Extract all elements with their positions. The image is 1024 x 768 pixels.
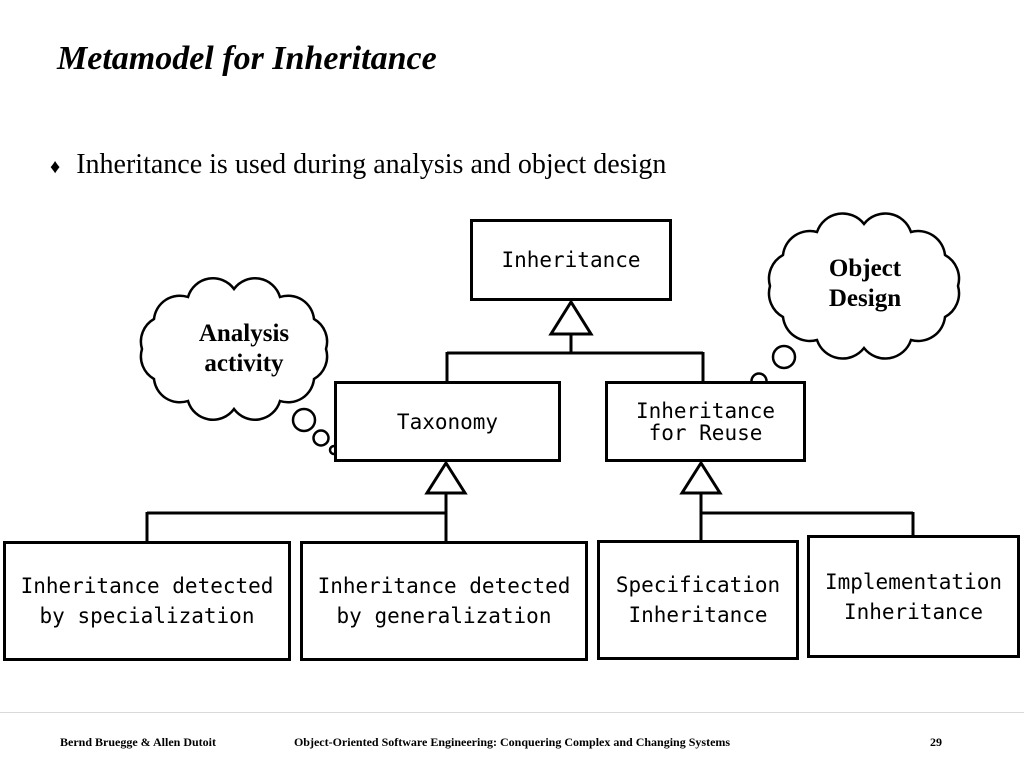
bullet-item: ♦ Inheritance is used during analysis an… [50, 148, 666, 184]
cloud-label-object-design: Object Design [828, 255, 902, 312]
slide-title: Metamodel for Inheritance [57, 40, 437, 77]
footer-book-title: Object-Oriented Software Engineering: Co… [293, 735, 731, 749]
node-inheritance-detected-by-generalization: Inheritance detected by generalization [300, 541, 588, 661]
footer-divider [0, 712, 1024, 713]
generalization-triangle-icon [424, 460, 468, 495]
generalization-triangle-icon [679, 460, 723, 495]
node-inheritance: Inheritance [470, 219, 672, 301]
thought-bubble-circle [312, 429, 330, 447]
node-inheritance-for-reuse: Inheritance for Reuse [605, 381, 806, 462]
node-taxonomy: Taxonomy [334, 381, 561, 462]
node-inheritance-detected-by-specialization: Inheritance detected by specialization [3, 541, 291, 661]
thought-cloud-analysis [139, 277, 329, 421]
thought-bubble-circle [771, 344, 797, 370]
bullet-text: Inheritance is used during analysis and … [76, 149, 667, 180]
diamond-bullet-icon: ♦ [50, 156, 61, 178]
node-implementation-inheritance: Implementation Inheritance [807, 535, 1020, 658]
footer-page-number: 29 [930, 735, 942, 749]
generalization-triangle-icon [548, 299, 594, 336]
node-specification-inheritance: Specification Inheritance [597, 540, 799, 660]
footer-authors: Bernd Bruegge & Allen Dutoit [60, 735, 216, 749]
cloud-label-analysis-activity: Analysis activity [198, 320, 290, 377]
thought-cloud-object-design [767, 212, 961, 360]
thought-bubble-circle [291, 407, 317, 433]
